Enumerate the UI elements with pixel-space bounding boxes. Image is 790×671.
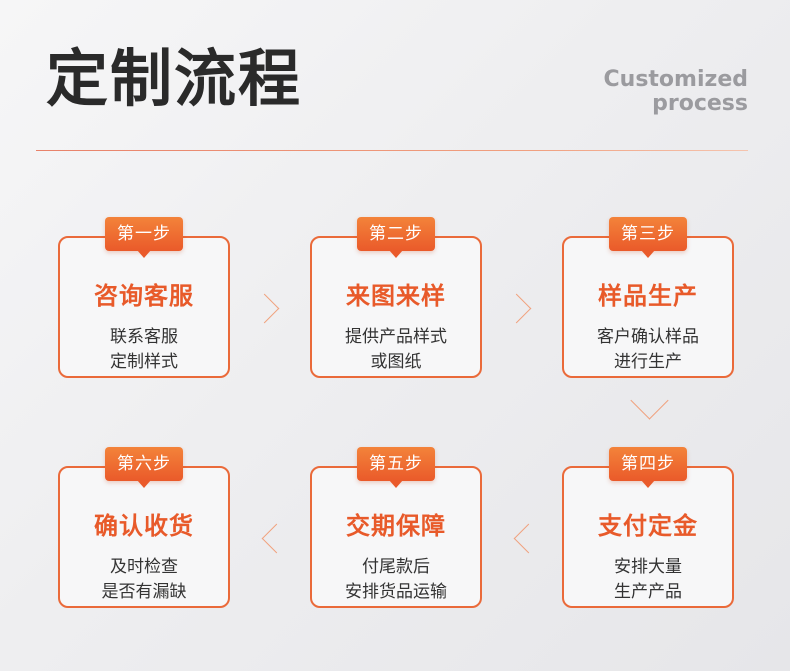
step-desc-4-line-1: 安排大量 <box>614 557 682 577</box>
chevron-right-icon <box>249 293 280 324</box>
step-badge-2: 第二步 <box>357 217 435 251</box>
step-desc-6: 及时检查 是否有漏缺 <box>60 555 228 605</box>
step-badge-3: 第三步 <box>609 217 687 251</box>
step-desc-3-line-2: 进行生产 <box>614 352 682 372</box>
step-card-4: 第四步 支付定金 安排大量 生产产品 <box>562 447 734 608</box>
header-divider <box>36 150 748 151</box>
page-title: 定制流程 <box>46 42 303 115</box>
step-desc-1: 联系客服 定制样式 <box>60 325 228 375</box>
step-title-1: 咨询客服 <box>94 282 194 310</box>
step-desc-1-line-2: 定制样式 <box>110 352 178 372</box>
step-card-6: 第六步 确认收货 及时检查 是否有漏缺 <box>58 447 230 608</box>
subtitle-line-1: Customized <box>603 67 748 92</box>
step-desc-5-line-1: 付尾款后 <box>362 557 430 577</box>
step-badge-6: 第六步 <box>105 447 183 481</box>
step-desc-4-line-2: 生产产品 <box>614 582 682 602</box>
step-badge-5: 第五步 <box>357 447 435 481</box>
chevron-left-icon <box>261 523 292 554</box>
step-badge-4: 第四步 <box>609 447 687 481</box>
step-card-1: 第一步 咨询客服 联系客服 定制样式 <box>58 217 230 378</box>
step-card-3: 第三步 样品生产 客户确认样品 进行生产 <box>562 217 734 378</box>
step-title-6: 确认收货 <box>94 512 194 540</box>
subtitle-line-2: process <box>652 91 748 117</box>
chevron-down-icon <box>630 381 669 420</box>
step-desc-2: 提供产品样式 或图纸 <box>312 325 480 375</box>
step-desc-4: 安排大量 生产产品 <box>564 555 732 605</box>
step-desc-2-line-2: 或图纸 <box>370 352 422 372</box>
step-desc-5: 付尾款后 安排货品运输 <box>312 555 480 605</box>
step-desc-6-line-1: 及时检查 <box>110 557 178 577</box>
page-subtitle: Customized process <box>603 67 748 117</box>
step-desc-2-line-1: 提供产品样式 <box>345 327 447 347</box>
step-desc-1-line-1: 联系客服 <box>110 327 178 347</box>
step-desc-5-line-2: 安排货品运输 <box>345 582 447 602</box>
step-desc-6-line-2: 是否有漏缺 <box>101 582 187 602</box>
step-title-5: 交期保障 <box>346 512 446 540</box>
step-badge-1: 第一步 <box>105 217 183 251</box>
step-title-4: 支付定金 <box>598 512 698 540</box>
step-desc-3: 客户确认样品 进行生产 <box>564 325 732 375</box>
step-title-3: 样品生产 <box>598 282 698 310</box>
chevron-right-icon <box>501 293 532 324</box>
step-desc-3-line-1: 客户确认样品 <box>597 327 699 347</box>
step-card-2: 第二步 来图来样 提供产品样式 或图纸 <box>310 217 482 378</box>
step-card-5: 第五步 交期保障 付尾款后 安排货品运输 <box>310 447 482 608</box>
chevron-left-icon <box>513 523 544 554</box>
step-title-2: 来图来样 <box>346 282 446 310</box>
